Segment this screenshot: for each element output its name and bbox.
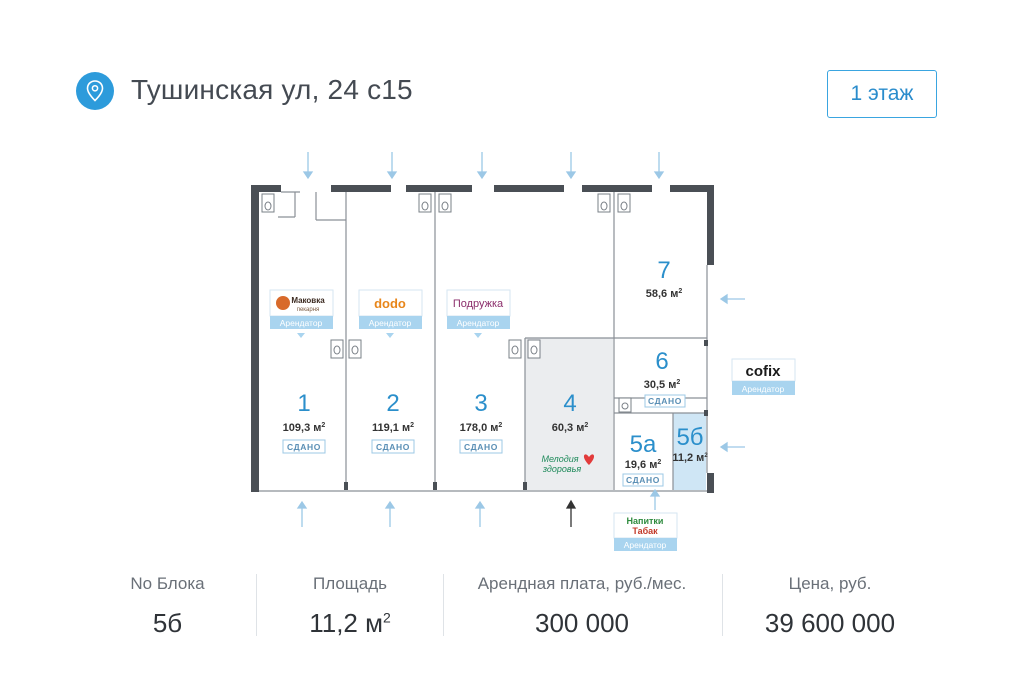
block-1-number: 1: [297, 390, 310, 417]
block-1-area-label: 109,3 м2: [283, 422, 326, 434]
stat-rent-label: Арендная плата, руб./мес.: [477, 574, 687, 593]
floor-plan: 1 109,3 м2 СДАНО 2 119,1 м2 СДАНО 3 178,…: [251, 152, 796, 551]
block-6-area-label: 30,5 м2: [644, 379, 681, 391]
tenant-cofix: cofix Арендатор: [731, 358, 796, 395]
stat-price: Цена, руб. 39 600 000: [735, 574, 925, 639]
svg-text:dodo: dodo: [374, 296, 406, 311]
block-1-status-badge: [282, 439, 326, 454]
tenant-dodo: dodo Арендатор: [358, 289, 423, 338]
stats-bar: No Блока 5б Площадь 11,2 м2 Арендная пла…: [0, 560, 1024, 670]
svg-text:Мелодия: Мелодия: [541, 454, 578, 464]
stat-area-value: 11,2 м2: [309, 608, 391, 638]
block-5b-area[interactable]: [673, 413, 706, 490]
entrance-arrows-right: [719, 293, 745, 453]
tenant-napitki-tabak: Напитки Табак Арендатор: [613, 512, 678, 551]
block-7-number[interactable]: 7: [657, 257, 670, 284]
svg-text:cofix: cofix: [745, 363, 781, 380]
block-5a-status-badge: [622, 473, 664, 487]
block-6-status: СДАНО: [648, 396, 682, 406]
block-2-area-label: 119,1 м2: [372, 422, 414, 434]
block-3-number: 3: [474, 390, 487, 417]
svg-text:здоровья: здоровья: [542, 464, 582, 474]
tenant-podruzhka: Подружка Арендатор: [446, 289, 511, 338]
stat-price-value: 39 600 000: [764, 608, 896, 638]
location-pin-icon: [76, 72, 114, 110]
svg-text:Табак: Табак: [632, 526, 658, 536]
map-pin-icon: [86, 80, 104, 102]
makovka-logo-icon: [276, 296, 290, 310]
heart-icon: [583, 454, 595, 465]
block-5b-area-label: 11,2 м2: [672, 452, 708, 464]
stat-rent-value: 300 000: [535, 608, 629, 638]
block-4-area-label: 60,3 м2: [552, 422, 589, 434]
stat-block-label: No Блока: [130, 574, 205, 593]
block-5a-number: 5а: [630, 431, 657, 458]
block-2-status: СДАНО: [376, 442, 410, 452]
stat-divider: [443, 574, 444, 636]
stat-block: No Блока 5б: [95, 574, 240, 639]
entrance-arrows-top: [302, 152, 665, 180]
block-4-area[interactable]: [525, 338, 613, 490]
svg-text:Арендатор: Арендатор: [369, 318, 412, 328]
block-5a-status: СДАНО: [626, 475, 660, 485]
svg-text:Арендатор: Арендатор: [742, 384, 785, 394]
svg-text:Арендатор: Арендатор: [624, 540, 667, 550]
block-3-status: СДАНО: [464, 442, 498, 452]
svg-text:Подружка: Подружка: [453, 298, 504, 310]
stat-block-value: 5б: [152, 608, 183, 638]
block-3-area-label: 178,0 м2: [460, 422, 503, 434]
block-5b-number[interactable]: 5б: [676, 424, 703, 451]
stat-rent: Арендная плата, руб./мес. 300 000: [452, 574, 712, 639]
tenant-makovka: Маковка пекарня Арендатор: [269, 289, 334, 338]
block-5a-area-label: 19,6 м2: [625, 459, 662, 471]
block-1-status: СДАНО: [287, 442, 321, 452]
svg-text:Напитки: Напитки: [627, 516, 664, 526]
floor-selector-button[interactable]: 1 этаж: [827, 70, 937, 118]
block-4-number[interactable]: 4: [563, 390, 576, 417]
wall-caps: [344, 340, 708, 490]
svg-text:пекарня: пекарня: [297, 307, 320, 313]
stat-divider: [256, 574, 257, 636]
stat-area-label: Площадь: [312, 574, 387, 593]
toilet-icons: [261, 193, 632, 413]
block-2-status-badge: [371, 439, 415, 454]
main-entrance-arrow: [565, 499, 577, 527]
inner-walls: [259, 191, 708, 492]
svg-text:Маковка: Маковка: [291, 296, 325, 305]
stat-divider: [722, 574, 723, 636]
svg-text:Арендатор: Арендатор: [280, 318, 323, 328]
outer-walls: [251, 185, 714, 493]
entrance-arrows-bottom: [296, 488, 661, 527]
block-7-area-label: 58,6 м2: [646, 288, 683, 300]
stat-area: Площадь 11,2 м2: [265, 574, 435, 639]
block-6-status-badge: [644, 394, 686, 408]
stat-price-label: Цена, руб.: [788, 574, 872, 593]
address-title: Тушинская ул, 24 с15: [131, 74, 413, 105]
svg-text:Арендатор: Арендатор: [457, 318, 500, 328]
block-2-number: 2: [386, 390, 399, 417]
tenant-melodiya-zdorovya: Мелодия здоровья: [541, 454, 595, 474]
block-3-status-badge: [459, 439, 503, 454]
block-6-number: 6: [655, 348, 668, 375]
